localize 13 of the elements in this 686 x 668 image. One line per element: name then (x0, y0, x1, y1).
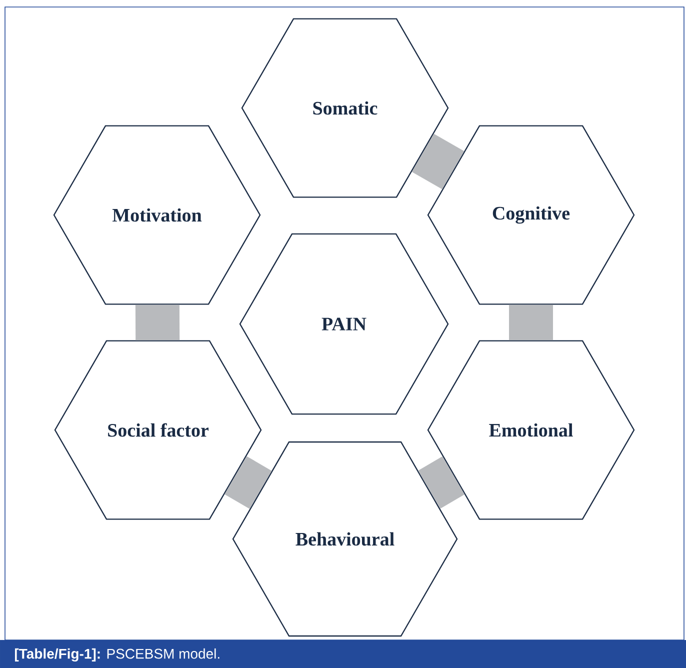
hexagon: Behavioural (232, 441, 458, 637)
connector-band (509, 304, 553, 340)
hexagon: Somatic (241, 18, 449, 198)
connector-band (418, 456, 465, 509)
hexagon: PAIN (239, 233, 449, 415)
hexagon: Motivation (53, 125, 261, 305)
hexagon: Emotional (427, 340, 635, 520)
caption-bar: [Table/Fig-1]: PSCEBSM model. (0, 640, 686, 668)
hexagon: Social factor (54, 340, 262, 520)
connector-band (224, 456, 272, 509)
connector-band (412, 134, 464, 190)
connector-band (135, 304, 180, 340)
hexagon: Cognitive (427, 125, 635, 305)
